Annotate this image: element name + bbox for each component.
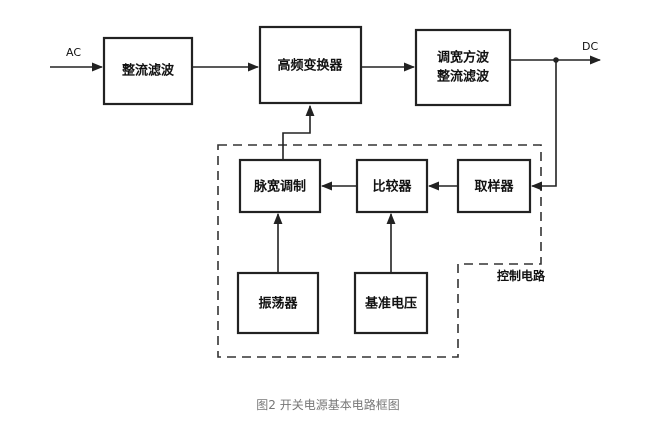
- comparator-block: 比较器: [355, 158, 429, 214]
- sampler-label: 取样器: [474, 179, 514, 195]
- rectifier-filter-block: 整流滤波: [102, 36, 194, 106]
- pwm-rect-filter-label-line1: 调宽方波: [437, 50, 490, 66]
- oscillator-label: 振荡器: [258, 296, 298, 312]
- comparator-label: 比较器: [372, 179, 412, 195]
- dc-output-label: DC: [582, 40, 598, 53]
- pwm-rect-filter-block: 调宽方波 整流滤波: [414, 28, 512, 107]
- pwm-rect-filter-label-line2: 整流滤波: [436, 69, 490, 85]
- pwm-block: 脉宽调制: [238, 158, 322, 214]
- reference-voltage-block: 基准电压: [353, 271, 429, 335]
- reference-voltage-label: 基准电压: [364, 296, 417, 312]
- ac-input-label: AC: [66, 46, 81, 59]
- pwm-to-converter-wire: [282, 104, 315, 160]
- hf-converter-block: 高频变换器: [258, 25, 363, 105]
- pwm-label: 脉宽调制: [253, 179, 306, 195]
- hf-converter-label: 高频变换器: [277, 58, 343, 74]
- sampler-block: 取样器: [456, 158, 532, 214]
- oscillator-block: 振荡器: [236, 271, 320, 335]
- figure-caption: 图2 开关电源基本电路框图: [256, 397, 399, 412]
- control-circuit-boundary: [217, 144, 542, 358]
- control-circuit-label: 控制电路: [497, 268, 546, 283]
- rectifier-filter-label: 整流滤波: [121, 63, 175, 79]
- feedback-to-sampler-wire: [530, 60, 557, 191]
